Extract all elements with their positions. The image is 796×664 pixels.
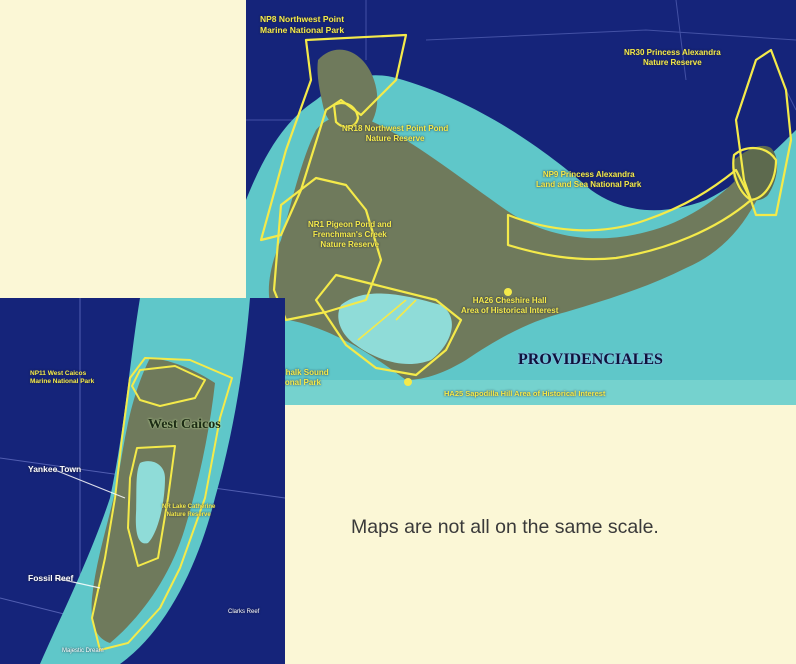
boundary-np11 — [131, 365, 206, 407]
providenciales-map-graphic — [246, 0, 796, 405]
island-name-west-caicos: West Caicos — [148, 417, 221, 432]
label-nr-lake-catherine: NR Lake Catherine Nature Reserve — [162, 504, 215, 519]
west-caicos-map: NP11 West Caicos Marine National Park We… — [0, 298, 285, 664]
map-grid — [246, 0, 796, 121]
label-np8-line1: NP8 Northwest Point — [260, 14, 345, 24]
label-nr18-line1: NR18 Northwest Point Pond — [342, 124, 449, 133]
label-np11-line1: NP11 West Caicos — [30, 370, 87, 377]
boundary-east-end — [732, 147, 778, 202]
chalk-sound — [338, 293, 452, 365]
protected-area-boundaries — [259, 33, 793, 377]
scale-caption: Maps are not all on the same scale. — [351, 516, 659, 538]
label-nr-lake-line2: Nature Reserve — [166, 511, 211, 518]
label-np8-line2: Marine National Park — [260, 24, 345, 35]
boundary-west-coast — [91, 357, 233, 651]
label-nr-lake-line1: NR Lake Catherine — [162, 504, 216, 510]
boundary-nr30 — [734, 48, 793, 217]
label-nr18-line2: Nature Reserve — [365, 134, 425, 143]
label-nr1: NR1 Pigeon Pond and Frenchman's Creek Na… — [308, 220, 392, 250]
label-np2: NP2 Chalk Sound National Park — [262, 368, 329, 388]
label-ha26: HA26 Cheshire Hall Area of Historical In… — [461, 296, 558, 316]
protected-area-boundaries — [91, 357, 233, 651]
providenciales-map: NP8 Northwest Point Marine National Park… — [246, 0, 796, 405]
ha25-marker — [404, 378, 412, 386]
label-nr1-line2: Frenchman's Creek — [312, 230, 387, 239]
place-yankee-town: Yankee Town — [28, 464, 82, 474]
label-ha26-line2: Area of Historical Interest — [461, 306, 559, 315]
label-np9-line1: NP9 Princess Alexandra — [542, 170, 635, 179]
label-np2-line1: NP2 Chalk Sound — [262, 368, 329, 377]
west-caicos-map-graphic — [0, 298, 285, 664]
label-ha25: HA25 Sapodilla Hill Area of Historical I… — [444, 389, 606, 398]
boundary-np2 — [314, 273, 463, 377]
island-name-providenciales: PROVIDENCIALES — [518, 351, 663, 368]
place-clarks-reef: Clarks Reef — [228, 609, 260, 615]
place-fossil-reef: Fossil Reef — [28, 573, 74, 583]
pointer-lines — [357, 299, 417, 341]
label-nr30-line1: NR30 Princess Alexandra — [624, 48, 721, 57]
boundary-nr-lake — [127, 445, 176, 567]
shallow-bank-south — [246, 380, 796, 405]
ha26-marker — [504, 288, 512, 296]
label-np11: NP11 West Caicos Marine National Park — [30, 370, 94, 386]
label-nr1-line3: Nature Reserve — [320, 240, 380, 249]
label-nr30-line2: Nature Reserve — [642, 58, 702, 67]
lake-catherine — [135, 461, 165, 544]
pointer-lines — [54, 469, 126, 589]
label-np9: NP9 Princess Alexandra Land and Sea Nati… — [536, 170, 641, 190]
label-nr30: NR30 Princess Alexandra Nature Reserve — [624, 48, 721, 68]
label-nr1-line1: NR1 Pigeon Pond and — [308, 220, 392, 229]
boundary-np8 — [259, 33, 408, 242]
place-majestic-dream: Majestic Dream — [62, 648, 104, 654]
label-np8: NP8 Northwest Point Marine National Park — [260, 14, 344, 35]
boundary-nr18 — [332, 101, 360, 128]
label-np2-line2: National Park — [269, 378, 321, 387]
label-ha26-line1: HA26 Cheshire Hall — [472, 296, 547, 305]
label-np9-line2: Land and Sea National Park — [536, 180, 642, 189]
label-np11-line2: Marine National Park — [30, 378, 95, 386]
label-nr18: NR18 Northwest Point Pond Nature Reserve — [342, 124, 448, 144]
